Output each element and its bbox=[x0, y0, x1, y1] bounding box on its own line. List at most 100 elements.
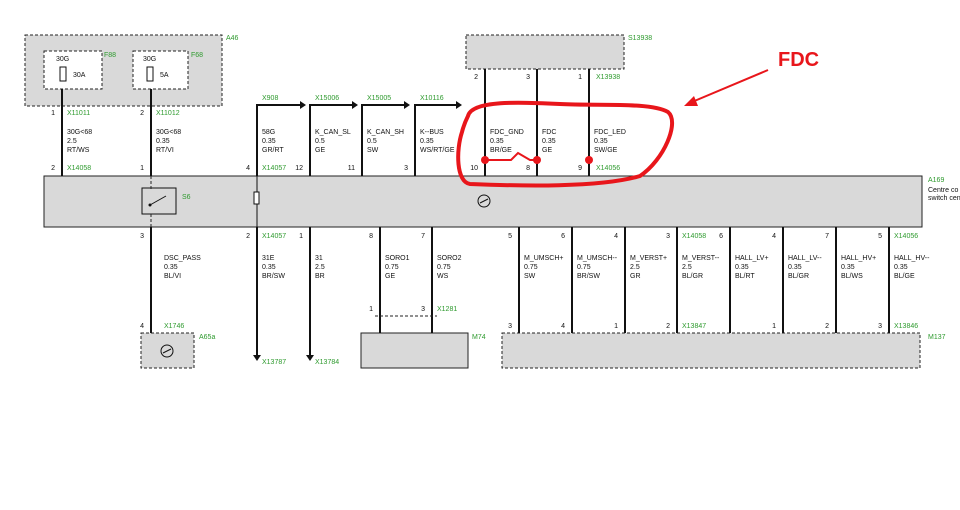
ground-icon-mark bbox=[479, 198, 489, 204]
component-a65a: A65a bbox=[140, 332, 215, 369]
wire-bottom-0-name: DSC_PASS bbox=[164, 255, 201, 262]
a46-label: A46 bbox=[226, 35, 239, 42]
f88-label: F88 bbox=[104, 52, 116, 59]
wire-bottom-4-size: 0.75 bbox=[437, 264, 451, 271]
wire-bottom-1-conn-top: X14057 bbox=[262, 233, 286, 240]
wire-top-2-color: GR/RT bbox=[262, 147, 284, 154]
wire-top-1-size: 0.35 bbox=[156, 138, 170, 145]
wire-bottom-2-pin-top: 1 bbox=[299, 233, 303, 240]
component-m137: M137 bbox=[501, 332, 946, 369]
wire-bottom-10-pin-bottom: 2 bbox=[825, 323, 829, 330]
wire-bottom-6-color: BR/SW bbox=[577, 273, 600, 280]
wire-bottom-2-size: 2.5 bbox=[315, 264, 325, 271]
fuse-f88 bbox=[43, 50, 103, 90]
wire-bottom-6: 6 M_UMSCH-- 0.75 BR/SW 4 bbox=[561, 227, 618, 333]
wire-top-7-size: 0.35 bbox=[542, 138, 556, 145]
wire-bottom-1-color: BR/SW bbox=[262, 273, 285, 280]
wire-bottom-11-name: HALL_HV+ bbox=[841, 255, 876, 262]
wire-top-3-color: GE bbox=[315, 147, 325, 154]
wire-bottom-6-size: 0.75 bbox=[577, 264, 591, 271]
wire-top-0-conn-bottom: X14058 bbox=[67, 165, 91, 172]
wire-bottom-2-color: BR bbox=[315, 273, 325, 280]
wire-bottom-4-color: WS bbox=[437, 273, 449, 280]
wire-bottom-4-conn-bottom: X1281 bbox=[437, 306, 457, 313]
fdc-led-dot bbox=[585, 156, 593, 164]
wire-bottom-1-size: 0.35 bbox=[262, 264, 276, 271]
wire-bottom-11-size: 0.35 bbox=[841, 264, 855, 271]
component-s13938: S13938 bbox=[465, 34, 652, 70]
component-m74: M74 bbox=[360, 332, 486, 369]
wire-bottom-3-color: GE bbox=[385, 273, 395, 280]
wire-top-7-color: GE bbox=[542, 147, 552, 154]
wire-bottom-8-color: BL/GR bbox=[682, 273, 703, 280]
wire-bottom-8: 3 X14058 M_VERST-- 2.5 BL/GR 2 X13847 bbox=[666, 227, 720, 333]
wire-bottom-12-conn-top: X14056 bbox=[894, 233, 918, 240]
wire-top-7-name: FDC bbox=[542, 129, 556, 136]
wire-top-4: X15005 K_CAN_SH 0.5 SW 11 bbox=[348, 95, 410, 176]
wire-top-0-pin-top: 1 bbox=[51, 110, 55, 117]
wire-bottom-1-conn-bottom: X13787 bbox=[262, 359, 286, 366]
wire-top-3-conn-top: X15006 bbox=[315, 95, 339, 102]
wire-bottom-12-size: 0.35 bbox=[894, 264, 908, 271]
wire-top-3-pin-bottom: 12 bbox=[295, 165, 303, 172]
wire-top-5-pin-bottom: 3 bbox=[404, 165, 408, 172]
wire-bottom-7-color: GR bbox=[630, 273, 641, 280]
wire-top-0-conn-top: X11011 bbox=[67, 110, 90, 117]
s13938-label: S13938 bbox=[628, 35, 652, 42]
m137-label: M137 bbox=[928, 334, 946, 341]
wire-bottom-6-pin-top: 6 bbox=[561, 233, 565, 240]
switch-s6 bbox=[141, 187, 177, 215]
wire-bottom-9-size: 0.35 bbox=[735, 264, 749, 271]
wire-bottom-4-pin-top: 7 bbox=[421, 233, 425, 240]
wire-bottom-12-color: BL/GE bbox=[894, 273, 915, 280]
s13938-box bbox=[465, 34, 625, 70]
wire-bottom-12: 5 X14056 HALL_HV-- 0.35 BL/GE X13846 bbox=[878, 227, 930, 333]
wire-top-1: 2 X11012 30G<68 0.35 RT/VI 1 bbox=[140, 89, 181, 176]
wire-top-8-pin-bottom: 9 bbox=[578, 165, 582, 172]
wire-bottom-3-pin-bottom: 1 bbox=[369, 306, 373, 313]
wire-bottom-3-name: SORO1 bbox=[385, 255, 410, 262]
wire-bottom-8-pin-bottom: 2 bbox=[666, 323, 670, 330]
wire-top-8-color: SW/GE bbox=[594, 147, 618, 154]
wire-top-8-conn-bottom: X14056 bbox=[596, 165, 620, 172]
wire-top-0-size: 2.5 bbox=[67, 138, 77, 145]
s6-label: S6 bbox=[182, 194, 191, 201]
wire-bottom-5-name: M_UMSCH+ bbox=[524, 255, 563, 262]
dimmer-resistor-icon bbox=[253, 191, 260, 205]
wire-bottom-11-pin-bottom: 3 bbox=[878, 323, 882, 330]
wire-bottom-0: 3 DSC_PASS 0.35 BL/VI 4 X1746 bbox=[140, 227, 201, 333]
m137-box bbox=[501, 332, 921, 369]
wire-top-8-conn-top: X13938 bbox=[596, 74, 620, 81]
wire-bottom-4-pin-bottom: 3 bbox=[421, 306, 425, 313]
wire-bottom-12-name: HALL_HV-- bbox=[894, 255, 930, 262]
wire-bottom-1: 2 X14057 31E 0.35 BR/SW X13787 bbox=[246, 227, 286, 366]
wire-bottom-5: 5 M_UMSCH+ 0.75 SW 3 bbox=[508, 227, 563, 333]
wire-top-6-pin-top: 2 bbox=[474, 74, 478, 81]
wire-top-1-name: 30G<68 bbox=[156, 129, 181, 136]
wire-top-5-name: K--BUS bbox=[420, 129, 444, 136]
wire-top-6-size: 0.35 bbox=[490, 138, 504, 145]
wire-top-3-name: K_CAN_SL bbox=[315, 129, 351, 136]
fdc-arrow-line bbox=[691, 69, 769, 103]
fuse-f88-rating: 30A bbox=[73, 72, 86, 79]
wire-top-5-size: 0.35 bbox=[420, 138, 434, 145]
wire-top-0-color: RT/WS bbox=[67, 147, 90, 154]
f68-label: F68 bbox=[191, 52, 203, 59]
wire-bottom-8-conn-bottom: X13847 bbox=[682, 323, 706, 330]
wire-bottom-6-name: M_UMSCH-- bbox=[577, 255, 618, 262]
wire-bottom-10-color: BL/GR bbox=[788, 273, 809, 280]
m74-box bbox=[360, 332, 469, 369]
wire-bottom-11-pin-top: 4 bbox=[772, 233, 776, 240]
wire-bottom-10-name: HALL_LV-- bbox=[788, 255, 822, 262]
wire-bottom-9-pin-bottom: 1 bbox=[772, 323, 776, 330]
a169-desc-1: Centre co bbox=[928, 187, 958, 194]
wire-top-1-pin-top: 2 bbox=[140, 110, 144, 117]
wire-bottom-9-name: HALL_LV+ bbox=[735, 255, 769, 262]
wire-top-4-pin-bottom: 11 bbox=[348, 165, 355, 172]
wire-bottom-12-conn-bottom: X13846 bbox=[894, 323, 918, 330]
wire-bottom-11: 4 HALL_HV+ 0.35 BL/WS 3 bbox=[772, 227, 882, 333]
switch-s6-pivot bbox=[148, 203, 152, 207]
wire-top-1-conn-top: X11012 bbox=[156, 110, 180, 117]
wire-bottom-8-conn-top: X14058 bbox=[682, 233, 706, 240]
fdc-arrow-head bbox=[684, 96, 698, 106]
